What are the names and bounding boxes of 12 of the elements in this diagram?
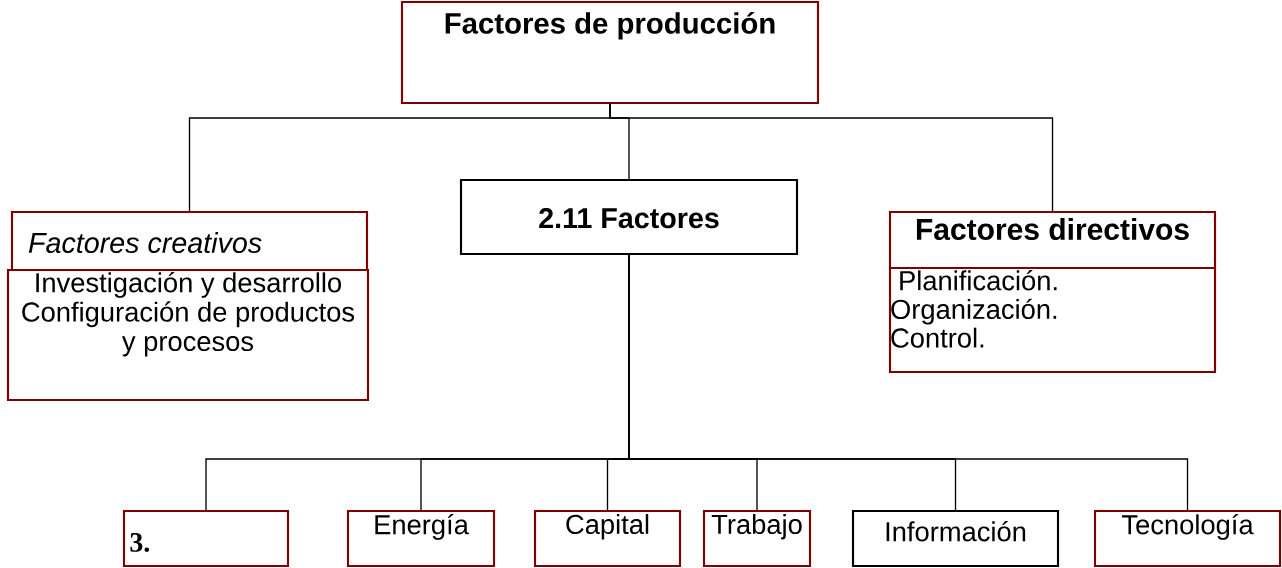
category-box: 2.11 Factores	[459, 178, 799, 256]
category-box: Energía	[346, 509, 496, 568]
description-box: Planificación. Organización. Control.	[888, 266, 1217, 374]
category-box: Capital	[533, 509, 682, 568]
category-box: Factores creativos	[10, 210, 369, 272]
heading-box: Factores de producción	[400, 0, 820, 105]
category-box: Tecnología	[1093, 509, 1282, 568]
category-box: Información	[851, 509, 1060, 568]
category-box: 3.	[122, 509, 290, 568]
category-box: Trabajo	[702, 509, 812, 568]
connector-line	[609, 102, 1054, 213]
category-box: Factores directivos	[888, 210, 1217, 270]
